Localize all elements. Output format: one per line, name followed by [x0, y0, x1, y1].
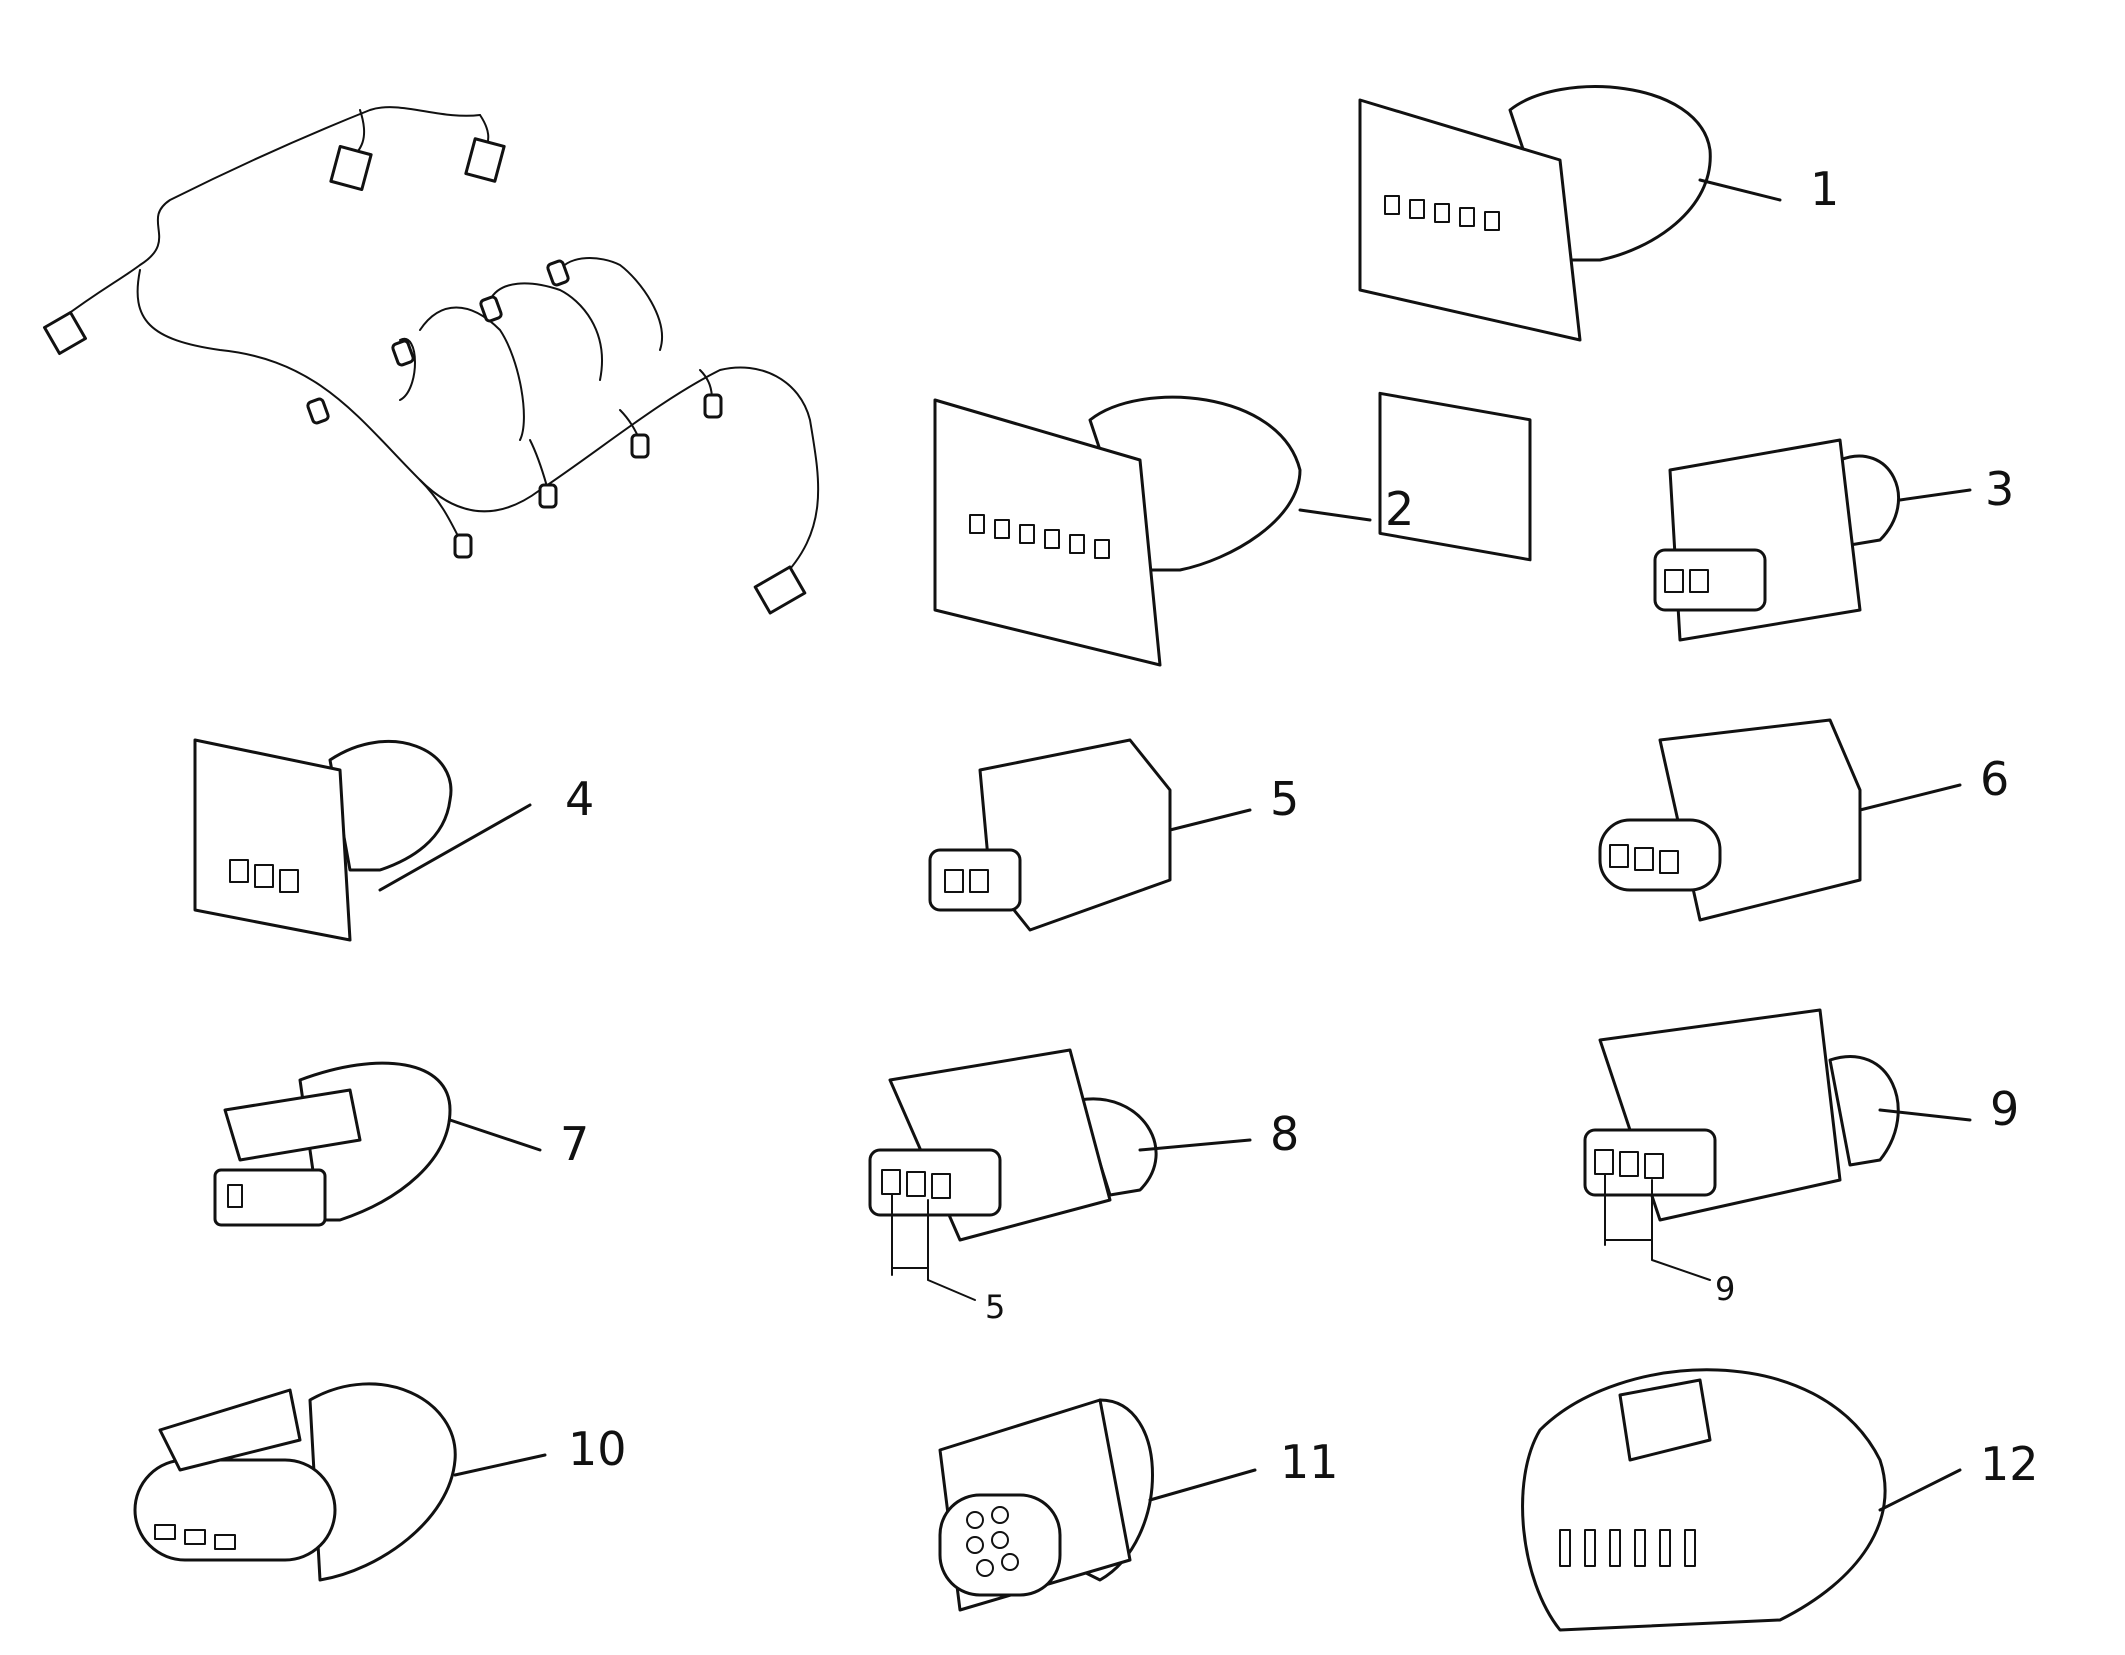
callout-1: 1	[1810, 162, 1839, 216]
callout-3: 3	[1985, 462, 2014, 516]
callout-2: 2	[1385, 482, 1414, 536]
connector-part-10	[133, 1382, 547, 1582]
callout-7: 7	[560, 1117, 589, 1171]
callout-10: 10	[568, 1422, 627, 1476]
connector-part-4	[193, 738, 532, 942]
connector-part-8	[868, 1048, 1252, 1301]
connector-part-5	[928, 738, 1252, 932]
connector-part-2	[933, 395, 1372, 667]
dimension-part-9: 9	[1715, 1270, 1735, 1308]
connector-part-9	[1583, 1008, 1972, 1281]
connector-part-12	[1521, 1368, 1962, 1632]
callout-8: 8	[1270, 1107, 1299, 1161]
callout-12: 12	[1980, 1437, 2039, 1491]
connector-part-7	[213, 1061, 542, 1227]
callout-5: 5	[1270, 772, 1299, 826]
callout-9: 9	[1990, 1082, 2019, 1136]
callout-6: 6	[1980, 752, 2009, 806]
connector-part-3	[1653, 438, 1972, 642]
connector-part-6	[1598, 718, 1962, 922]
callout-4: 4	[565, 772, 594, 826]
connector-part-11	[938, 1398, 1257, 1612]
dimension-part-8: 5	[985, 1288, 1005, 1326]
callout-11: 11	[1280, 1435, 1339, 1489]
connector-part-1	[1358, 85, 1782, 562]
wiring-harness	[43, 106, 820, 615]
